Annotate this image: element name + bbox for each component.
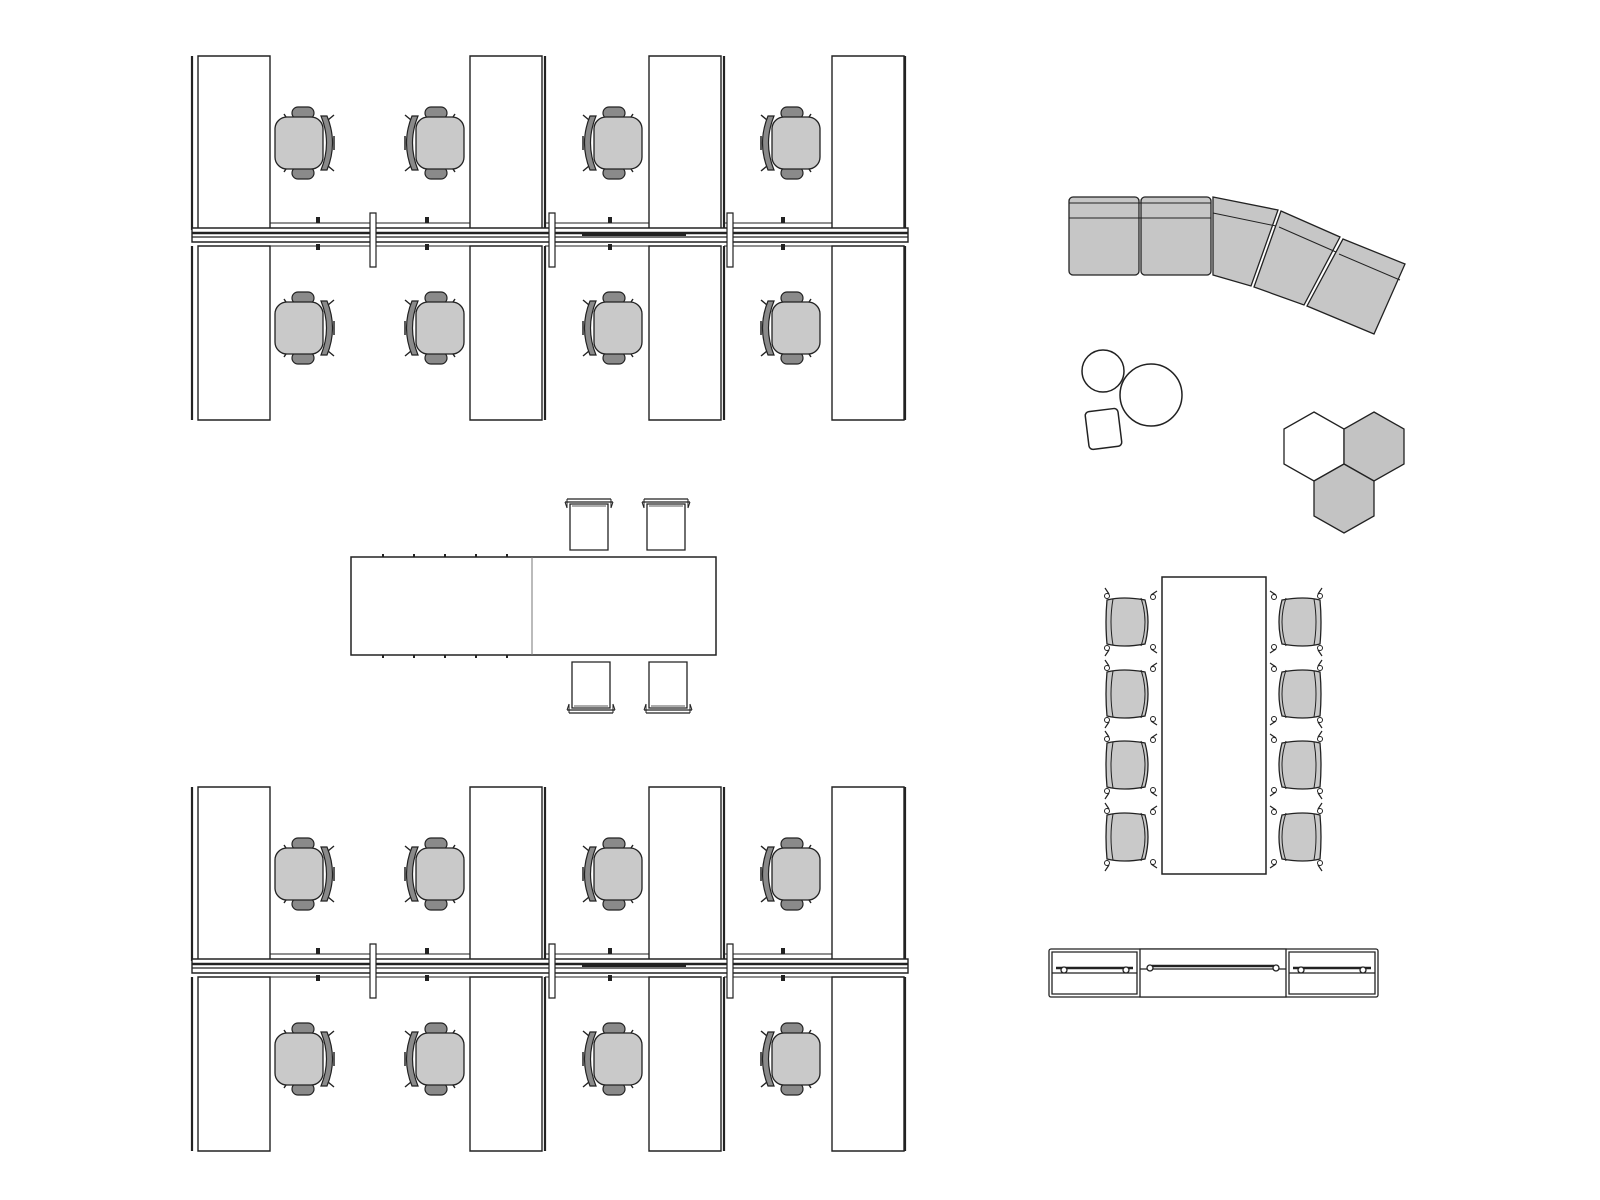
task-chair: [760, 1022, 821, 1096]
bracket: [608, 244, 612, 250]
modular-sofa: [1069, 197, 1405, 334]
desk: [470, 787, 542, 961]
collab-chair: [566, 661, 616, 714]
desk: [198, 787, 270, 961]
task-chair: [274, 1022, 335, 1096]
workstation-pod-bottom: [192, 787, 908, 1151]
task-chair: [404, 837, 465, 911]
spine-connector: [549, 213, 555, 267]
task-chair: [582, 291, 643, 365]
bracket: [425, 975, 429, 981]
task-chair: [760, 291, 821, 365]
desk: [470, 977, 542, 1151]
task-chair: [582, 837, 643, 911]
task-chair: [760, 106, 821, 180]
conference-chair: [1269, 802, 1324, 872]
bracket: [608, 975, 612, 981]
task-chair: [582, 1022, 643, 1096]
spine-connector: [727, 213, 733, 267]
desk: [198, 56, 270, 230]
desk: [832, 246, 904, 420]
bracket: [316, 948, 320, 954]
conference-chair: [1269, 659, 1324, 729]
desk: [649, 246, 721, 420]
round-coffee-table: [1120, 364, 1182, 426]
conference-chair: [1103, 659, 1158, 729]
bracket: [781, 948, 785, 954]
bracket: [781, 217, 785, 223]
desk: [470, 56, 542, 230]
conference-chair: [1269, 587, 1324, 657]
square-side-table: [1085, 408, 1122, 450]
bracket: [425, 948, 429, 954]
bracket: [425, 217, 429, 223]
conference-table-area: [1103, 577, 1324, 874]
collab-chair: [643, 661, 693, 714]
task-chair: [274, 106, 335, 180]
collaboration-table: [351, 557, 716, 655]
occasional-tables: [1082, 350, 1182, 450]
task-chair: [404, 1022, 465, 1096]
desk: [198, 977, 270, 1151]
desk: [832, 787, 904, 961]
task-chair: [582, 106, 643, 180]
collab-chair: [564, 498, 614, 551]
task-chair: [404, 106, 465, 180]
conference-chair: [1103, 802, 1158, 872]
spine-connector: [549, 944, 555, 998]
conference-chair: [1103, 730, 1158, 800]
bracket: [608, 948, 612, 954]
task-chair: [404, 291, 465, 365]
hex-ottoman: [1314, 464, 1374, 533]
desk: [649, 56, 721, 230]
desk: [832, 977, 904, 1151]
bracket: [781, 975, 785, 981]
spine-connector: [370, 944, 376, 998]
desk: [649, 787, 721, 961]
cable-tray: [582, 232, 686, 236]
desk: [832, 56, 904, 230]
bracket: [608, 217, 612, 223]
desk: [198, 246, 270, 420]
bracket: [425, 244, 429, 250]
cable-tray: [582, 963, 686, 967]
desk: [470, 246, 542, 420]
hex-ottomans: [1284, 412, 1404, 533]
spine-connector: [727, 944, 733, 998]
conference-table: [1162, 577, 1266, 874]
task-chair: [274, 291, 335, 365]
round-side-table: [1082, 350, 1124, 392]
bracket: [316, 217, 320, 223]
workstation-pod-top: [192, 56, 908, 420]
bracket: [781, 244, 785, 250]
bracket: [316, 975, 320, 981]
desk: [649, 977, 721, 1151]
spine-connector: [370, 213, 376, 267]
task-chair: [274, 837, 335, 911]
bracket: [316, 244, 320, 250]
task-chair: [760, 837, 821, 911]
media-console: [1049, 949, 1378, 997]
conference-chair: [1269, 730, 1324, 800]
collaboration-table-area: [351, 498, 716, 714]
collab-chair: [641, 498, 691, 551]
conference-chair: [1103, 587, 1158, 657]
